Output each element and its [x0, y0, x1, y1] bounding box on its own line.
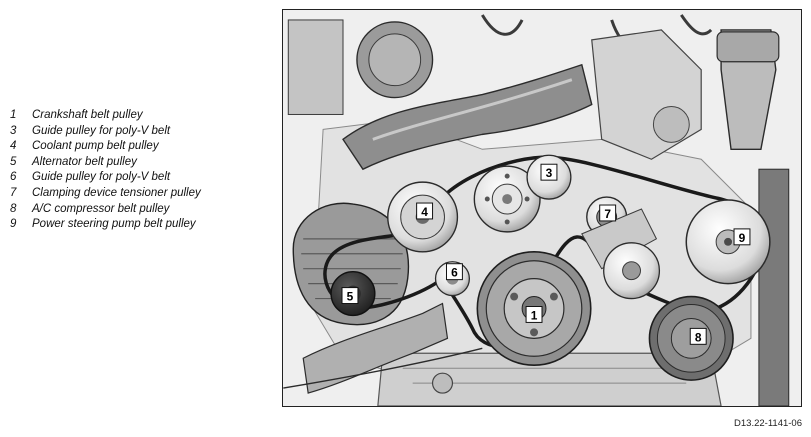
intake-pipe-highlight [372, 78, 573, 141]
guide-pulley-lower [603, 242, 661, 300]
legend-number: 8 [10, 202, 17, 215]
legend-number: 6 [10, 171, 17, 184]
legend-item: 7 Clamping device tensioner pulley [10, 186, 280, 202]
svg-text:8: 8 [695, 330, 702, 344]
alternator-fins [301, 238, 403, 300]
svg-text:3: 3 [546, 166, 553, 180]
pulley-9 [685, 199, 771, 285]
svg-text:6: 6 [451, 266, 458, 280]
legend: 1 Crankshaft belt pulley 3 Guide pulley … [10, 108, 280, 233]
legend-label: Alternator belt pulley [32, 155, 137, 168]
legend-number: 9 [10, 218, 17, 231]
belt-drive-drawing: 1 3 4 5 6 7 8 9 [283, 10, 801, 406]
legend-label: Guide pulley for poly-V belt [32, 124, 171, 137]
legend-number: 3 [10, 124, 17, 137]
callout-4: 4 [416, 202, 434, 220]
legend-number: 4 [10, 140, 17, 153]
svg-text:7: 7 [604, 207, 611, 221]
legend-item: 5 Alternator belt pulley [10, 155, 280, 171]
engine-belt-drive-illustration: 1 3 4 5 6 7 8 9 [282, 9, 802, 407]
pump-boss [652, 106, 690, 143]
oil-pan-shape [377, 352, 722, 406]
legend-item: 3 Guide pulley for poly-V belt [10, 124, 280, 140]
callout-1: 1 [525, 306, 543, 323]
oil-filter-cap [716, 31, 780, 63]
callout-3: 3 [540, 163, 558, 181]
legend-label: Power steering pump belt pulley [32, 218, 196, 231]
legend-item: 8 A/C compressor belt pulley [10, 202, 280, 218]
callout-7: 7 [599, 204, 617, 222]
svg-text:4: 4 [421, 205, 428, 219]
intake-pipe-shape [342, 63, 593, 171]
legend-label: Clamping device tensioner pulley [32, 186, 201, 199]
coolant-pipe [302, 302, 449, 394]
legend-label: Crankshaft belt pulley [32, 109, 143, 121]
legend-number: 5 [10, 155, 17, 168]
legend-item: 9 Power steering pump belt pulley [10, 217, 280, 233]
legend-number: 1 [10, 109, 17, 121]
legend-item: 6 Guide pulley for poly-V belt [10, 170, 280, 186]
svg-text:9: 9 [739, 231, 746, 245]
pulley-3 [473, 165, 541, 233]
right-pipe [758, 168, 790, 406]
legend-label: A/C compressor belt pulley [32, 202, 170, 215]
wiring-harness [283, 347, 483, 389]
oil-drain-plug [431, 372, 454, 394]
oil-pan-detail [402, 367, 697, 384]
legend-item: 1 Crankshaft belt pulley [10, 108, 280, 124]
svg-text:1: 1 [531, 308, 538, 322]
callout-5: 5 [341, 287, 359, 305]
legend-number: 7 [10, 186, 17, 199]
legend-label: Coolant pump belt pulley [32, 140, 159, 153]
figure-code: D13.22-1141-06 [734, 418, 802, 429]
legend-label: Guide pulley for poly-V belt [32, 171, 171, 184]
top-left-bracket [287, 19, 344, 115]
callout-6: 6 [445, 263, 463, 281]
throttle-body-inner [368, 33, 422, 87]
callout-8: 8 [689, 327, 707, 345]
alternator-body [292, 202, 410, 326]
svg-text:5: 5 [347, 290, 354, 304]
callout-9: 9 [733, 228, 751, 246]
tensioner-arm [581, 208, 658, 270]
legend-item: 4 Coolant pump belt pulley [10, 139, 280, 155]
